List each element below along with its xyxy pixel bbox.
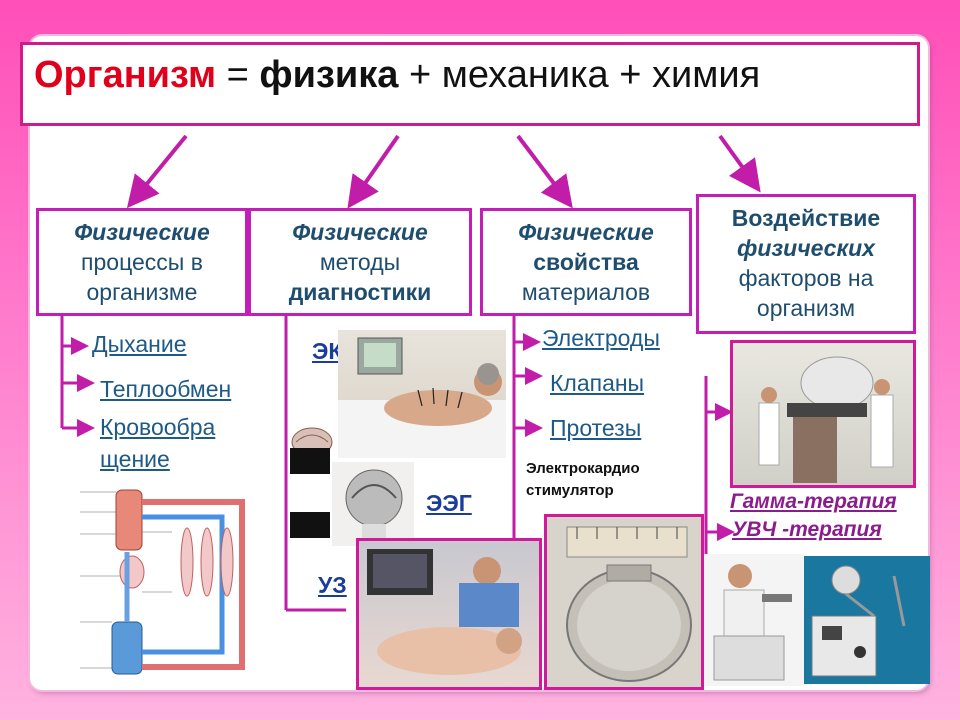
category-impact: Воздействие физических факторов на орган… (696, 194, 916, 334)
category-processes: Физические процессы в организме (36, 208, 248, 316)
impact-line3: факторов на (738, 265, 874, 291)
methods-line2: методы (319, 249, 401, 275)
category-materials: Физические свойства материалов (480, 208, 692, 316)
link-circulation-part1[interactable]: Кровообра (100, 414, 216, 440)
impact-line1: Воздействие (731, 205, 881, 231)
link-heat-exchange[interactable]: Теплообмен (100, 376, 232, 402)
materials-line1: Физические (518, 219, 654, 245)
category-methods: Физические методы диагностики (248, 208, 472, 316)
ecg-photo (338, 330, 506, 458)
impact-line2: физических (737, 235, 875, 261)
link-breathing[interactable]: Дыхание (92, 331, 187, 357)
page-title: Организм = физика + механика + химия (34, 54, 760, 97)
materials-line2: свойства (533, 249, 639, 275)
link-electrodes[interactable]: Электроды (542, 325, 660, 351)
radiotherapy-photo (730, 340, 916, 488)
title-equals: = (216, 54, 260, 96)
processes-line2: процессы в (81, 249, 203, 275)
pacemaker-label: Электрокардио стимулятор (526, 458, 640, 502)
materials-line3: материалов (521, 279, 651, 305)
ultrasound-photo (356, 538, 542, 690)
methods-line3: диагностики (288, 279, 432, 305)
title-physics: физика (259, 54, 399, 96)
link-gamma-therapy[interactable]: Гамма-терапия (730, 490, 897, 513)
title-box (20, 42, 920, 126)
uhf-patient-photo (704, 554, 804, 686)
title-rest: + механика + химия (398, 54, 761, 96)
processes-line1: Физические (74, 219, 210, 245)
link-valves[interactable]: Клапаны (550, 370, 645, 396)
eeg-chart-image-2 (290, 512, 330, 538)
uhf-apparatus-photo (804, 556, 930, 684)
link-prostheses[interactable]: Протезы (550, 415, 642, 441)
link-eeg[interactable]: ЭЭГ (426, 490, 472, 516)
pacemaker-line1: Электрокардио (526, 460, 640, 477)
impact-line4: организм (756, 295, 856, 321)
methods-line1: Физические (292, 219, 428, 245)
processes-line3: организме (86, 279, 198, 305)
eeg-chart-image-1 (290, 448, 330, 474)
pacemaker-line2: стимулятор (526, 482, 614, 499)
title-organism: Организм (34, 54, 217, 96)
pacemaker-photo (544, 514, 704, 690)
link-circulation-part2[interactable]: щение (100, 446, 170, 472)
link-uhf-therapy[interactable]: УВЧ -терапия (732, 518, 882, 541)
link-ultrasound[interactable]: УЗ (318, 572, 347, 598)
circulation-diagram-image (72, 472, 260, 686)
eeg-head-photo (332, 462, 414, 546)
